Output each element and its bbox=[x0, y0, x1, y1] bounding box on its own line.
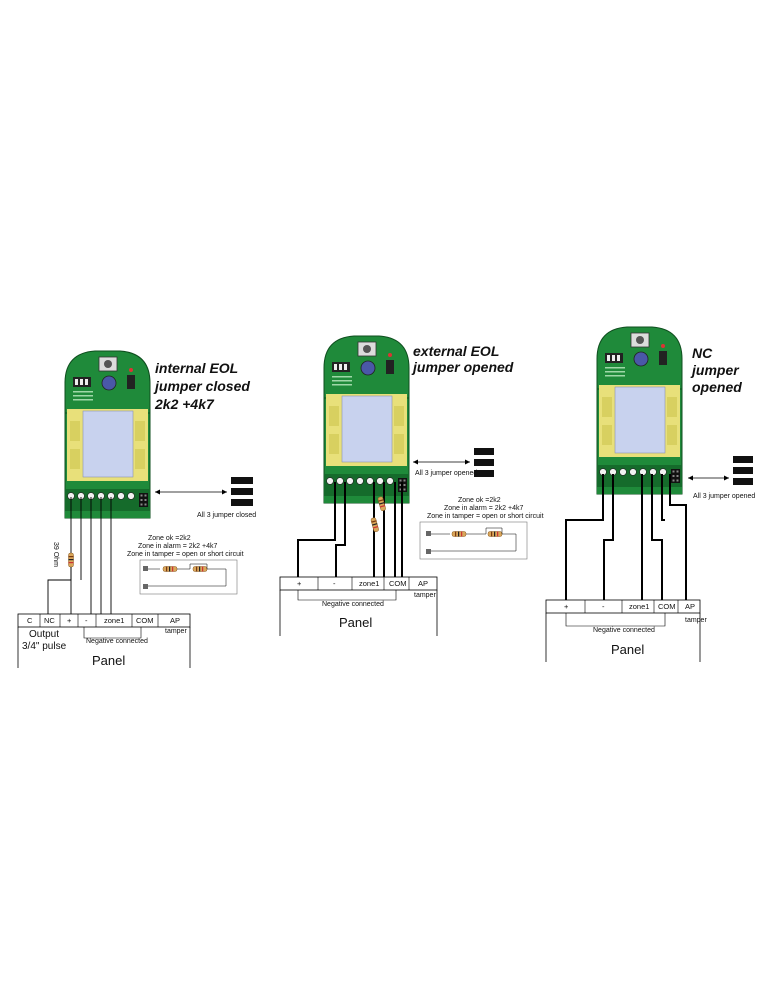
terminal-com-3: COM bbox=[658, 602, 676, 611]
output-label-line-1: Output bbox=[29, 629, 59, 640]
zone-note-alarm-1: Zone in alarm = 2k2 +4k7 bbox=[138, 543, 217, 550]
panel-label-1: Panel bbox=[92, 653, 125, 668]
output-label-line-2: 3/4" pulse bbox=[22, 641, 67, 652]
terminal-plus-2: + bbox=[297, 579, 302, 588]
terminal-minus-2: - bbox=[333, 579, 336, 588]
tamper-label-1: tamper bbox=[165, 628, 187, 635]
jumper-note-1: All 3 jumper closed bbox=[197, 512, 256, 519]
panel-label-3: Panel bbox=[611, 642, 644, 657]
negative-label-1: Negative connected bbox=[86, 638, 148, 645]
terminal-ap-3: AP bbox=[685, 602, 695, 611]
detector-board-2 bbox=[323, 335, 410, 504]
diagram-external-eol: external EOL jumper opened All 3 jumper … bbox=[279, 335, 544, 636]
jumper-note-3: All 3 jumper opened bbox=[693, 493, 755, 500]
panel-terminal-table-1 bbox=[17, 613, 191, 668]
terminal-c-1: C bbox=[27, 616, 33, 625]
wires-1 bbox=[70, 497, 112, 616]
eol-inset-circuit-1 bbox=[139, 559, 238, 595]
negative-label-3: Negative connected bbox=[593, 627, 655, 634]
terminal-plus-1: + bbox=[67, 616, 72, 625]
zone-note-tamper-2: Zone in tamper = open or short circuit bbox=[427, 513, 544, 520]
panel-terminal-table-3 bbox=[545, 599, 701, 662]
resistor-label-1: 39 Ohm bbox=[52, 542, 59, 567]
zone-note-tamper-1: Zone in tamper = open or short circuit bbox=[127, 551, 244, 558]
diagram-1-title-line-3: 2k2 +4k7 bbox=[154, 396, 215, 412]
zone-note-ok-2: Zone ok =2k2 bbox=[458, 497, 501, 504]
terminal-zone1-2: zone1 bbox=[359, 579, 379, 588]
zone-note-alarm-2: Zone in alarm = 2k2 +4k7 bbox=[444, 505, 523, 512]
diagram-nc: NC jumper opened All 3 jumper opened bbox=[545, 326, 755, 662]
panel-label-2: Panel bbox=[339, 615, 372, 630]
diagram-1-title-line-1: internal EOL bbox=[155, 360, 238, 376]
terminal-zone1-3: zone1 bbox=[629, 602, 649, 611]
jumper-icon bbox=[231, 477, 253, 506]
tamper-label-2: tamper bbox=[414, 592, 436, 599]
terminal-zone1-1: zone1 bbox=[104, 616, 124, 625]
negative-bracket-3 bbox=[565, 613, 666, 627]
terminal-plus-3: + bbox=[564, 602, 569, 611]
tamper-label-3: tamper bbox=[685, 617, 707, 624]
diagram-internal-eol: internal EOL jumper closed 2k2 +4k7 All … bbox=[17, 350, 256, 668]
diagram-2-title-line-1: external EOL bbox=[413, 343, 499, 359]
jumper-icon bbox=[474, 448, 494, 477]
wires-3 bbox=[565, 474, 687, 601]
diagram-3-title-line-2: jumper bbox=[690, 362, 740, 378]
diagram-1-title-line-2: jumper closed bbox=[153, 378, 250, 394]
diagram-3-title-line-1: NC bbox=[692, 345, 713, 361]
terminal-minus-1: - bbox=[85, 616, 88, 625]
negative-bracket-2 bbox=[297, 590, 397, 601]
terminal-minus-3: - bbox=[602, 602, 605, 611]
terminal-com-1: COM bbox=[136, 616, 154, 625]
terminal-nc-1: NC bbox=[44, 616, 55, 625]
detector-board-3 bbox=[596, 326, 683, 495]
terminal-ap-2: AP bbox=[418, 579, 428, 588]
jumper-icon bbox=[733, 456, 753, 485]
detector-board-1 bbox=[64, 350, 151, 519]
terminal-ap-1: AP bbox=[170, 616, 180, 625]
eol-inset-circuit-2 bbox=[419, 521, 528, 560]
negative-bracket-1 bbox=[83, 627, 142, 639]
negative-label-2: Negative connected bbox=[322, 601, 384, 608]
diagram-3-title-line-3: opened bbox=[692, 379, 742, 395]
diagram-2-title-line-2: jumper opened bbox=[411, 359, 514, 375]
terminal-com-2: COM bbox=[389, 579, 407, 588]
jumper-note-2: All 3 jumper opened bbox=[415, 470, 477, 477]
resistor-39-ohm bbox=[47, 552, 74, 616]
panel-terminal-table-2 bbox=[279, 576, 438, 636]
zone-note-ok-1: Zone ok =2k2 bbox=[148, 535, 191, 542]
